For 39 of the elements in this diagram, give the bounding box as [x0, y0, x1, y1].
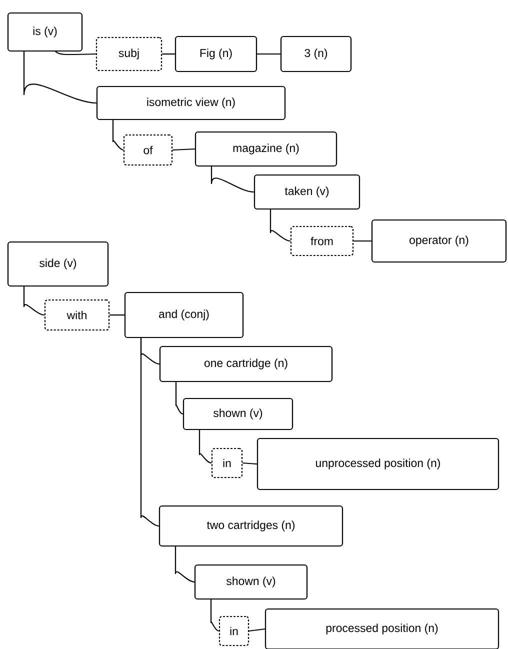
word-box: 3 (n): [280, 36, 352, 72]
connector-line: [257, 53, 280, 55]
word-box: shown (v): [182, 398, 294, 430]
connector-line: [110, 314, 124, 316]
dashed-box: with: [44, 299, 110, 331]
word-box: taken (v): [254, 174, 360, 210]
word-box: side (v): [7, 241, 109, 287]
connector-line: [175, 382, 184, 415]
connector-line: [354, 240, 372, 242]
dashed-box: subj: [96, 36, 162, 72]
connector-line: [23, 52, 96, 104]
word-box: unprocessed position (n): [256, 438, 500, 490]
connector-line: [112, 120, 124, 151]
connector-line: [210, 166, 254, 193]
connector-line: [172, 148, 195, 151]
connector-line: [162, 53, 175, 55]
word-box: isometric view (n): [96, 86, 286, 120]
word-box: magazine (n): [194, 131, 338, 167]
connector-line: [140, 338, 160, 527]
dashed-box: from: [290, 226, 354, 256]
word-box: operator (n): [371, 219, 507, 263]
word-box: and (conj): [124, 292, 244, 338]
dashed-box: in: [218, 616, 250, 646]
connector-line: [242, 462, 257, 465]
connector-line: [198, 430, 212, 464]
dashed-box: in: [211, 448, 243, 478]
word-box: Fig (n): [174, 36, 258, 72]
connector-line: [23, 286, 45, 316]
connector-line: [270, 210, 291, 242]
dashed-box: of: [123, 134, 173, 166]
connector-line: [210, 600, 220, 632]
word-box: two cartridges (n): [158, 505, 344, 547]
word-box: processed position (n): [264, 608, 500, 649]
connector-line: [174, 546, 195, 583]
connector-line: [248, 628, 266, 632]
connector-line: [54, 50, 96, 56]
word-box: shown (v): [194, 564, 308, 600]
word-box: is (v): [7, 12, 83, 52]
word-box: one cartridge (n): [159, 346, 333, 382]
